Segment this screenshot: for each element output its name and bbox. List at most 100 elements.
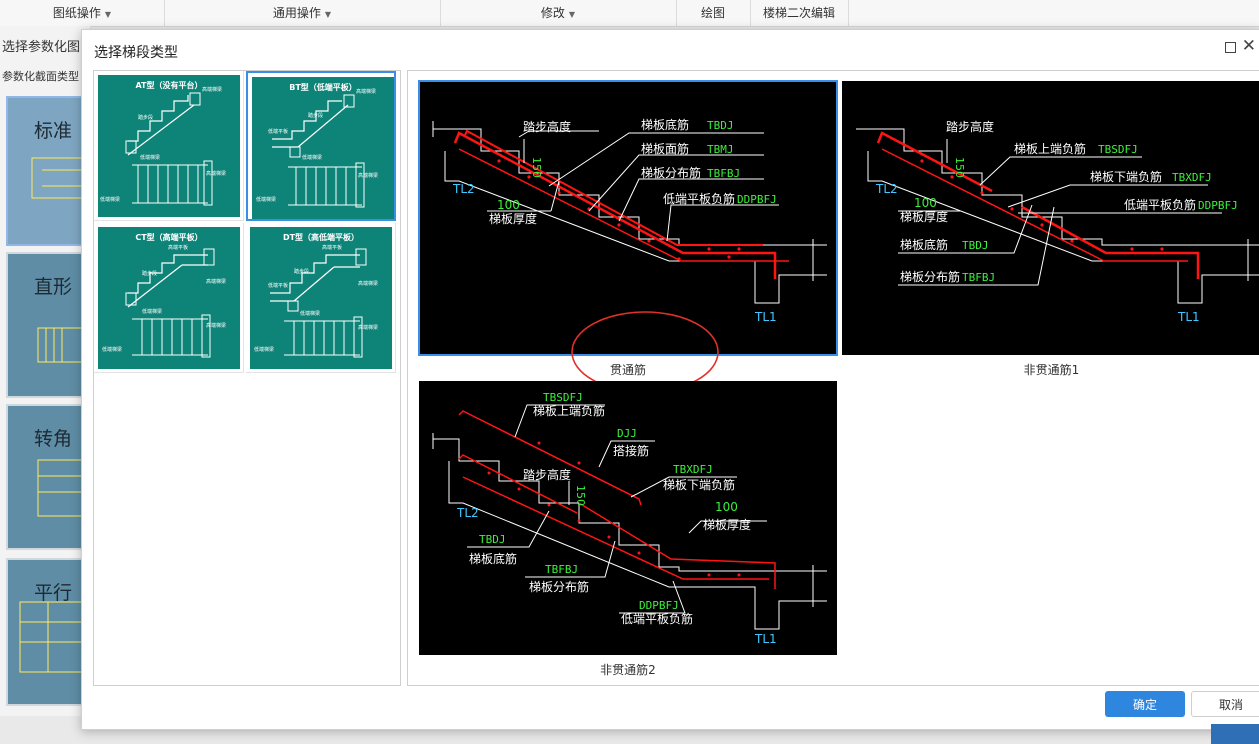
preview-through-rebar[interactable]: 踏步高度 150 TL2 100 梯板厚度 梯板底筋 TBDJ 梯板面筋 TBM… [418, 80, 838, 393]
high-beam-label: 高端梯梁 [356, 88, 376, 95]
label-dist-rebar: 梯板分布筋 [529, 579, 589, 594]
ribbon-label: 通用操作 [272, 6, 321, 20]
label-low-slab-neg: 低端平板负筋 [1124, 197, 1196, 212]
code-ddpbfj: DDPBFJ [639, 599, 679, 612]
label-bottom-rebar: 梯板底筋 [641, 117, 689, 132]
step-seg-label: 踏步段 [308, 112, 323, 119]
stair-type-list: AT型（没有平台） 高端梯梁 踏步段 低端梯梁 高端梯梁 低端梯梁 BT型（低端… [93, 70, 401, 686]
stair-thumbnail-icon [37, 327, 86, 363]
stair-thumbnail-icon [37, 459, 86, 517]
close-icon[interactable]: ✕ [1241, 36, 1256, 56]
ribbon-label: 修改 [540, 6, 565, 20]
ribbon-label: 楼梯二次编辑 [762, 6, 835, 20]
low-beam-label: 低端梯梁 [300, 310, 320, 317]
low-beam-label: 低端梯梁 [254, 346, 274, 353]
stair-type-at[interactable]: AT型（没有平台） 高端梯梁 踏步段 低端梯梁 高端梯梁 低端梯梁 [94, 71, 244, 221]
ribbon-group-stair-edit[interactable]: 楼梯二次编辑 [750, 0, 849, 26]
background-title: 选择参数化图 [2, 40, 81, 55]
background-corner-button[interactable] [1211, 724, 1259, 744]
code-tbfbj: TBFBJ [962, 271, 995, 284]
label-top-rebar: 梯板面筋 [641, 141, 689, 156]
ribbon-group-modify[interactable]: 修改▼ [440, 0, 677, 26]
high-slab-label: 高端平板 [168, 244, 188, 251]
label-bottom-rebar: 梯板底筋 [469, 551, 517, 566]
code-tbfbj: TBFBJ [707, 167, 740, 180]
dim-150: 150 [953, 157, 966, 178]
label-tl1: TL1 [754, 632, 777, 646]
label-step-height: 踏步高度 [946, 119, 994, 134]
background-card[interactable]: 标准 [6, 96, 88, 246]
chevron-down-icon: ▼ [104, 10, 112, 19]
label-upper-neg: 梯板上端负筋 [533, 403, 605, 418]
background-card[interactable]: 直形 [6, 252, 88, 398]
stair-type-bt[interactable]: BT型（低端平板） 高端梯梁 踏步段 低端平板 低端梯梁 高端梯梁 低端梯梁 [246, 71, 396, 221]
step-seg-label: 踏步段 [138, 114, 153, 121]
code-tbdj: TBDJ [479, 533, 506, 546]
label-lower-neg: 梯板下端负筋 [663, 477, 735, 492]
background-card-label: 直形 [34, 276, 73, 298]
label-dist-rebar: 梯板分布筋 [900, 269, 960, 284]
ribbon-group-drawing-ops[interactable]: 图纸操作▼ [0, 0, 165, 26]
stair-type-thumbnail: CT型（高端平板） 高端平板 踏步段 高端梯梁 低端梯梁 高端梯梁 低端梯梁 [98, 227, 240, 369]
label-tl2: TL2 [452, 182, 475, 196]
high-beam-label: 高端梯梁 [358, 280, 378, 287]
label-thickness: 梯板厚度 [489, 211, 537, 226]
high-beam-label: 高端梯梁 [206, 170, 226, 177]
code-tbxdfj: TBXDFJ [673, 463, 713, 476]
high-slab-label: 高端平板 [322, 244, 342, 251]
low-beam-label: 低端梯梁 [256, 196, 276, 203]
ribbon-group-general-ops[interactable]: 通用操作▼ [164, 0, 441, 26]
code-tbxdfj: TBXDFJ [1172, 171, 1212, 184]
preview-non-through-2[interactable]: TBSDFJ 梯板上端负筋 DJJ 搭接筋 踏步高度 150 TBXDFJ 梯板… [419, 381, 837, 677]
preview-caption: 非贯通筋1 [1023, 363, 1080, 377]
step-seg-label: 踏步段 [142, 270, 157, 277]
low-slab-label: 低端平板 [268, 282, 288, 289]
dialog-title: 选择梯段类型 [94, 45, 178, 61]
chevron-down-icon: ▼ [324, 10, 332, 19]
low-beam-label: 低端梯梁 [102, 346, 122, 353]
label-tl2: TL2 [875, 182, 898, 196]
code-tbsdfj: TBSDFJ [1098, 143, 1138, 156]
label-step-height: 踏步高度 [523, 467, 571, 482]
background-card[interactable]: 平行 [6, 558, 88, 706]
high-beam-label: 高端梯梁 [358, 172, 378, 179]
dim-100: 100 [497, 198, 520, 212]
label-upper-neg: 梯板上端负筋 [1014, 141, 1086, 156]
label-thickness: 梯板厚度 [900, 209, 948, 224]
stair-type-dt[interactable]: DT型（高低端平板） 高端平板 踏步段 低端平板 高端梯梁 低端梯梁 高端梯梁 … [246, 223, 396, 373]
label-low-slab-neg: 低端平板负筋 [621, 611, 693, 626]
stair-type-thumbnail: AT型（没有平台） 高端梯梁 踏步段 低端梯梁 高端梯梁 低端梯梁 [98, 75, 240, 217]
stair-type-dialog: 选择梯段类型 ✕ AT型（没有平台） 高端梯梁 踏步段 低端梯梁 高端梯梁 低端… [81, 29, 1259, 730]
step-seg-label: 踏步段 [294, 268, 309, 275]
code-tbmj: TBMJ [707, 143, 734, 156]
label-bottom-rebar: 梯板底筋 [900, 237, 948, 252]
low-beam-label: 低端梯梁 [142, 308, 162, 315]
preview-non-through-1[interactable]: 踏步高度 150 TL2 100 梯板厚度 梯板上端负筋 TBSDFJ 梯板下端… [842, 81, 1259, 377]
dim-150: 150 [530, 157, 543, 178]
stair-type-thumbnail: BT型（低端平板） 高端梯梁 踏步段 低端平板 低端梯梁 高端梯梁 低端梯梁 [252, 77, 394, 219]
chevron-down-icon: ▼ [568, 10, 576, 19]
label-lap: 搭接筋 [613, 443, 649, 458]
code-tbdj: TBDJ [707, 119, 734, 132]
ok-button[interactable]: 确定 [1105, 691, 1185, 717]
background-card-label: 平行 [34, 582, 73, 604]
label-low-slab-neg: 低端平板负筋 [663, 191, 735, 206]
cancel-button[interactable]: 取消 [1191, 691, 1259, 717]
low-beam-label: 低端梯梁 [302, 154, 322, 161]
stair-thumbnail-icon [19, 601, 86, 673]
code-tbsdfj: TBSDFJ [543, 391, 583, 404]
high-beam-label: 高端梯梁 [202, 86, 222, 93]
ribbon-group-draw[interactable]: 绘图 [676, 0, 751, 26]
dim-150: 150 [574, 485, 587, 506]
background-subtitle: 参数化截面类型 [2, 70, 79, 83]
maximize-icon[interactable] [1225, 42, 1236, 53]
stair-type-thumbnail: DT型（高低端平板） 高端平板 踏步段 低端平板 高端梯梁 低端梯梁 高端梯梁 … [250, 227, 392, 369]
background-card[interactable]: 转角 [6, 404, 88, 550]
label-tl1: TL1 [1177, 310, 1200, 324]
low-beam-label: 低端梯梁 [100, 196, 120, 203]
label-tl2: TL2 [456, 506, 479, 520]
rebar-drawing: 踏步高度 150 TL2 100 梯板厚度 梯板上端负筋 TBSDFJ 梯板下端… [842, 81, 1259, 355]
high-beam-label: 高端梯梁 [206, 322, 226, 329]
stair-type-ct[interactable]: CT型（高端平板） 高端平板 踏步段 高端梯梁 低端梯梁 高端梯梁 低端梯梁 [94, 223, 244, 373]
dim-100: 100 [715, 500, 738, 514]
